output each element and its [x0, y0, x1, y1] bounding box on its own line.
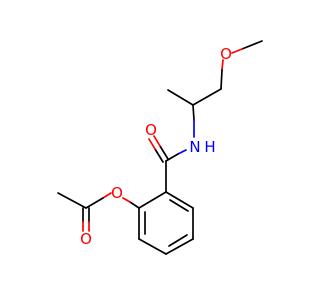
bond-carbonyl-o-b	[148, 138, 156, 150]
bond-carbonyl-o-a	[153, 135, 161, 147]
bond-ether-o-ch2	[220, 69, 223, 90]
bond-ring-inner-b	[168, 234, 188, 247]
bond-ch-nh	[192, 104, 195, 121]
ether-oxygen-label: O	[220, 45, 232, 63]
bond-methyl-ether-o	[241, 40, 263, 50]
bond-ring-ester-o	[129, 201, 140, 209]
atom-labels: O N H O O O	[80, 45, 232, 248]
bond-ester-o-ring-half	[122, 197, 131, 203]
acetyl-oxygen-label: O	[80, 230, 92, 248]
carbonyl-oxygen-label: O	[145, 121, 157, 139]
bond-ring-1-2	[165, 191, 194, 209]
bonds	[57, 40, 263, 255]
bond-ch-methyl	[167, 89, 194, 106]
bond-ether-o-methyl-half	[231, 48, 243, 54]
ester-oxygen-label: O	[111, 184, 123, 202]
bond-ring-6-1	[138, 191, 167, 209]
bond-ring-3-4	[165, 238, 194, 255]
molecule-structure-diagram: O N H O O O	[57, 40, 263, 255]
bond-ester-o-acyl	[85, 197, 104, 209]
bond-nh-carbonyl-half	[177, 149, 187, 155]
bond-carbonyl-c-o-a	[159, 145, 169, 160]
bond-ring-inner-a	[169, 199, 189, 212]
bond-acyl-methyl	[57, 192, 87, 209]
amide-hydrogen-label: H	[204, 138, 215, 156]
amide-nitrogen-label: N	[189, 138, 200, 156]
bond-ester-o-acyl-half	[102, 192, 112, 199]
bond-ring-4-5	[138, 238, 167, 255]
bond-ch2-ch	[192, 88, 222, 106]
bond-ether-o-ch2-half	[221, 59, 224, 71]
bond-carbonyl-c-o-b	[154, 148, 164, 163]
